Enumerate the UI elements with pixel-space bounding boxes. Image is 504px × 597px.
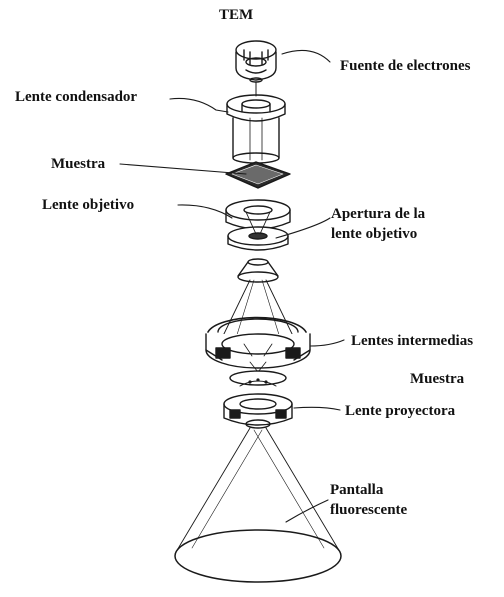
- label-intermediate-lenses: Lentes intermedias: [351, 332, 473, 351]
- leader-lines: [120, 50, 344, 522]
- label-objective-aperture-line2: lente objetivo: [331, 225, 417, 244]
- leader-intermediate: [310, 340, 344, 346]
- intermediate-lens-icon: [206, 318, 310, 368]
- objective-lens-icon: [226, 200, 290, 250]
- label-specimen-top: Muestra: [51, 155, 105, 174]
- diagram-title: TEM: [219, 6, 253, 25]
- specimen-plate-icon: [226, 162, 290, 188]
- label-objective-lens: Lente objetivo: [42, 196, 134, 215]
- label-projector-lens: Lente proyectora: [345, 402, 455, 421]
- projector-lens-icon: [224, 362, 292, 428]
- beam-cone-upper: [222, 280, 294, 338]
- leader-projector: [294, 407, 340, 410]
- leader-specimen-top: [120, 164, 246, 174]
- label-condenser-lens: Lente condensador: [15, 88, 137, 107]
- intermediate-image-cone: [238, 259, 278, 282]
- label-electron-source: Fuente de electrones: [340, 57, 471, 76]
- projection-cone: [176, 428, 340, 552]
- fluorescent-screen-icon: [175, 530, 341, 582]
- leader-objective: [178, 205, 232, 218]
- electron-gun-icon: [236, 41, 276, 82]
- label-screen-line2: fluorescente: [330, 501, 407, 520]
- condenser-lens-icon: [227, 95, 285, 121]
- leader-electron-source: [282, 50, 330, 62]
- label-screen-line1: Pantalla: [330, 481, 383, 500]
- label-specimen-bottom: Muestra: [410, 370, 464, 389]
- label-objective-aperture-line1: Apertura de la: [331, 205, 425, 224]
- column-tube: [233, 82, 279, 163]
- leader-condenser: [170, 98, 228, 112]
- leader-screen: [286, 500, 328, 522]
